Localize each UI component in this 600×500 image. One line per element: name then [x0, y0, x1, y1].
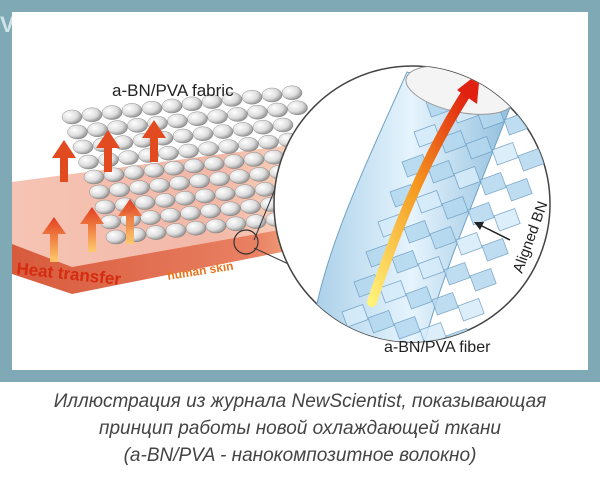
fabric-knot [268, 103, 288, 117]
fabric-knot [242, 90, 262, 104]
fabric-diagram: a-BN/PVA fabric Heat transfer human skin… [12, 12, 588, 370]
fabric-knot [221, 202, 241, 216]
fabric-knot [190, 174, 210, 188]
fabric-knot [130, 181, 150, 195]
fabric-knot [161, 208, 181, 222]
fabric-knot [128, 118, 148, 132]
fabric-knot [79, 155, 99, 169]
fabric-knot [173, 129, 193, 143]
fabric-knot [150, 178, 170, 192]
fabric-knot [195, 189, 215, 203]
fabric-knot [181, 206, 201, 220]
fabric-knot [135, 196, 155, 210]
fabric-knot [262, 88, 282, 102]
illustration: a-BN/PVA fabric Heat transfer human skin… [12, 12, 588, 370]
fabric-knot [88, 123, 108, 137]
fabric-knot [159, 146, 179, 160]
fabric-knot [73, 140, 93, 154]
fabric-knot [184, 159, 204, 173]
fabric-knot [124, 166, 144, 180]
fabric-knot [170, 176, 190, 190]
fabric-knot [259, 135, 279, 149]
fabric-knot [248, 105, 268, 119]
fabric-knot [230, 170, 250, 184]
bn-flake [530, 118, 556, 141]
fabric-knot [68, 125, 88, 139]
caption-line-2: принцип работы новой охлаждающей ткани [0, 415, 600, 442]
fabric-knot [106, 230, 126, 244]
fabric-knot [90, 185, 110, 199]
fabric-knot [204, 157, 224, 171]
fabric-knot [244, 152, 264, 166]
fabric-knot [142, 101, 162, 115]
fabric-knot [206, 219, 226, 233]
fabric-knot [164, 161, 184, 175]
fabric-knot [201, 204, 221, 218]
fabric-knot [239, 137, 259, 151]
fabric-knot [250, 167, 270, 181]
fabric-knot [224, 155, 244, 169]
fabric-knot [208, 110, 228, 124]
fabric-knot [101, 215, 121, 229]
fabric-label: a-BN/PVA fabric [112, 81, 234, 100]
fabric-knot [162, 99, 182, 113]
fabric-knot [84, 170, 104, 184]
fabric-knot [119, 151, 139, 165]
caption-line-1: Иллюстрация из журнала NewScientist, пок… [0, 388, 600, 415]
fabric-knot [253, 120, 273, 134]
fabric-knot [288, 101, 308, 115]
figure-caption: Иллюстрация из журнала NewScientist, пок… [0, 388, 600, 469]
caption-line-3: (a-BN/PVA - нанокомпозитное волокно) [0, 442, 600, 469]
fabric-knot [175, 191, 195, 205]
fabric-knot [215, 187, 235, 201]
fabric-knot [228, 107, 248, 121]
fabric-knot [273, 118, 293, 132]
fabric-knot [282, 86, 302, 100]
fabric-knot [82, 108, 102, 122]
fabric-knot [110, 183, 130, 197]
fabric-knot [219, 140, 239, 154]
fabric-knot [179, 144, 199, 158]
fabric-knot [188, 112, 208, 126]
fabric-knot [166, 223, 186, 237]
fabric-knot [186, 221, 206, 235]
fiber-label: a-BN/PVA fiber [384, 339, 491, 356]
fabric-knot [155, 193, 175, 207]
fabric-knot [122, 103, 142, 117]
fabric-knot [199, 142, 219, 156]
fabric-knot [226, 217, 246, 231]
fabric-knot [246, 215, 266, 229]
fabric-knot [168, 114, 188, 128]
fabric-knot [255, 182, 275, 196]
fabric-knot [108, 121, 128, 135]
fabric-knot [102, 106, 122, 120]
fabric-knot [62, 110, 82, 124]
fabric-knot [95, 200, 115, 214]
fabric-knot [235, 185, 255, 199]
fabric-knot [146, 226, 166, 240]
fabric-knot [213, 125, 233, 139]
fabric-knot [233, 122, 253, 136]
fabric-knot [144, 163, 164, 177]
fabric-knot [210, 172, 230, 186]
fabric-knot [241, 200, 261, 214]
fabric-knot [141, 211, 161, 225]
fabric-knot [193, 127, 213, 141]
